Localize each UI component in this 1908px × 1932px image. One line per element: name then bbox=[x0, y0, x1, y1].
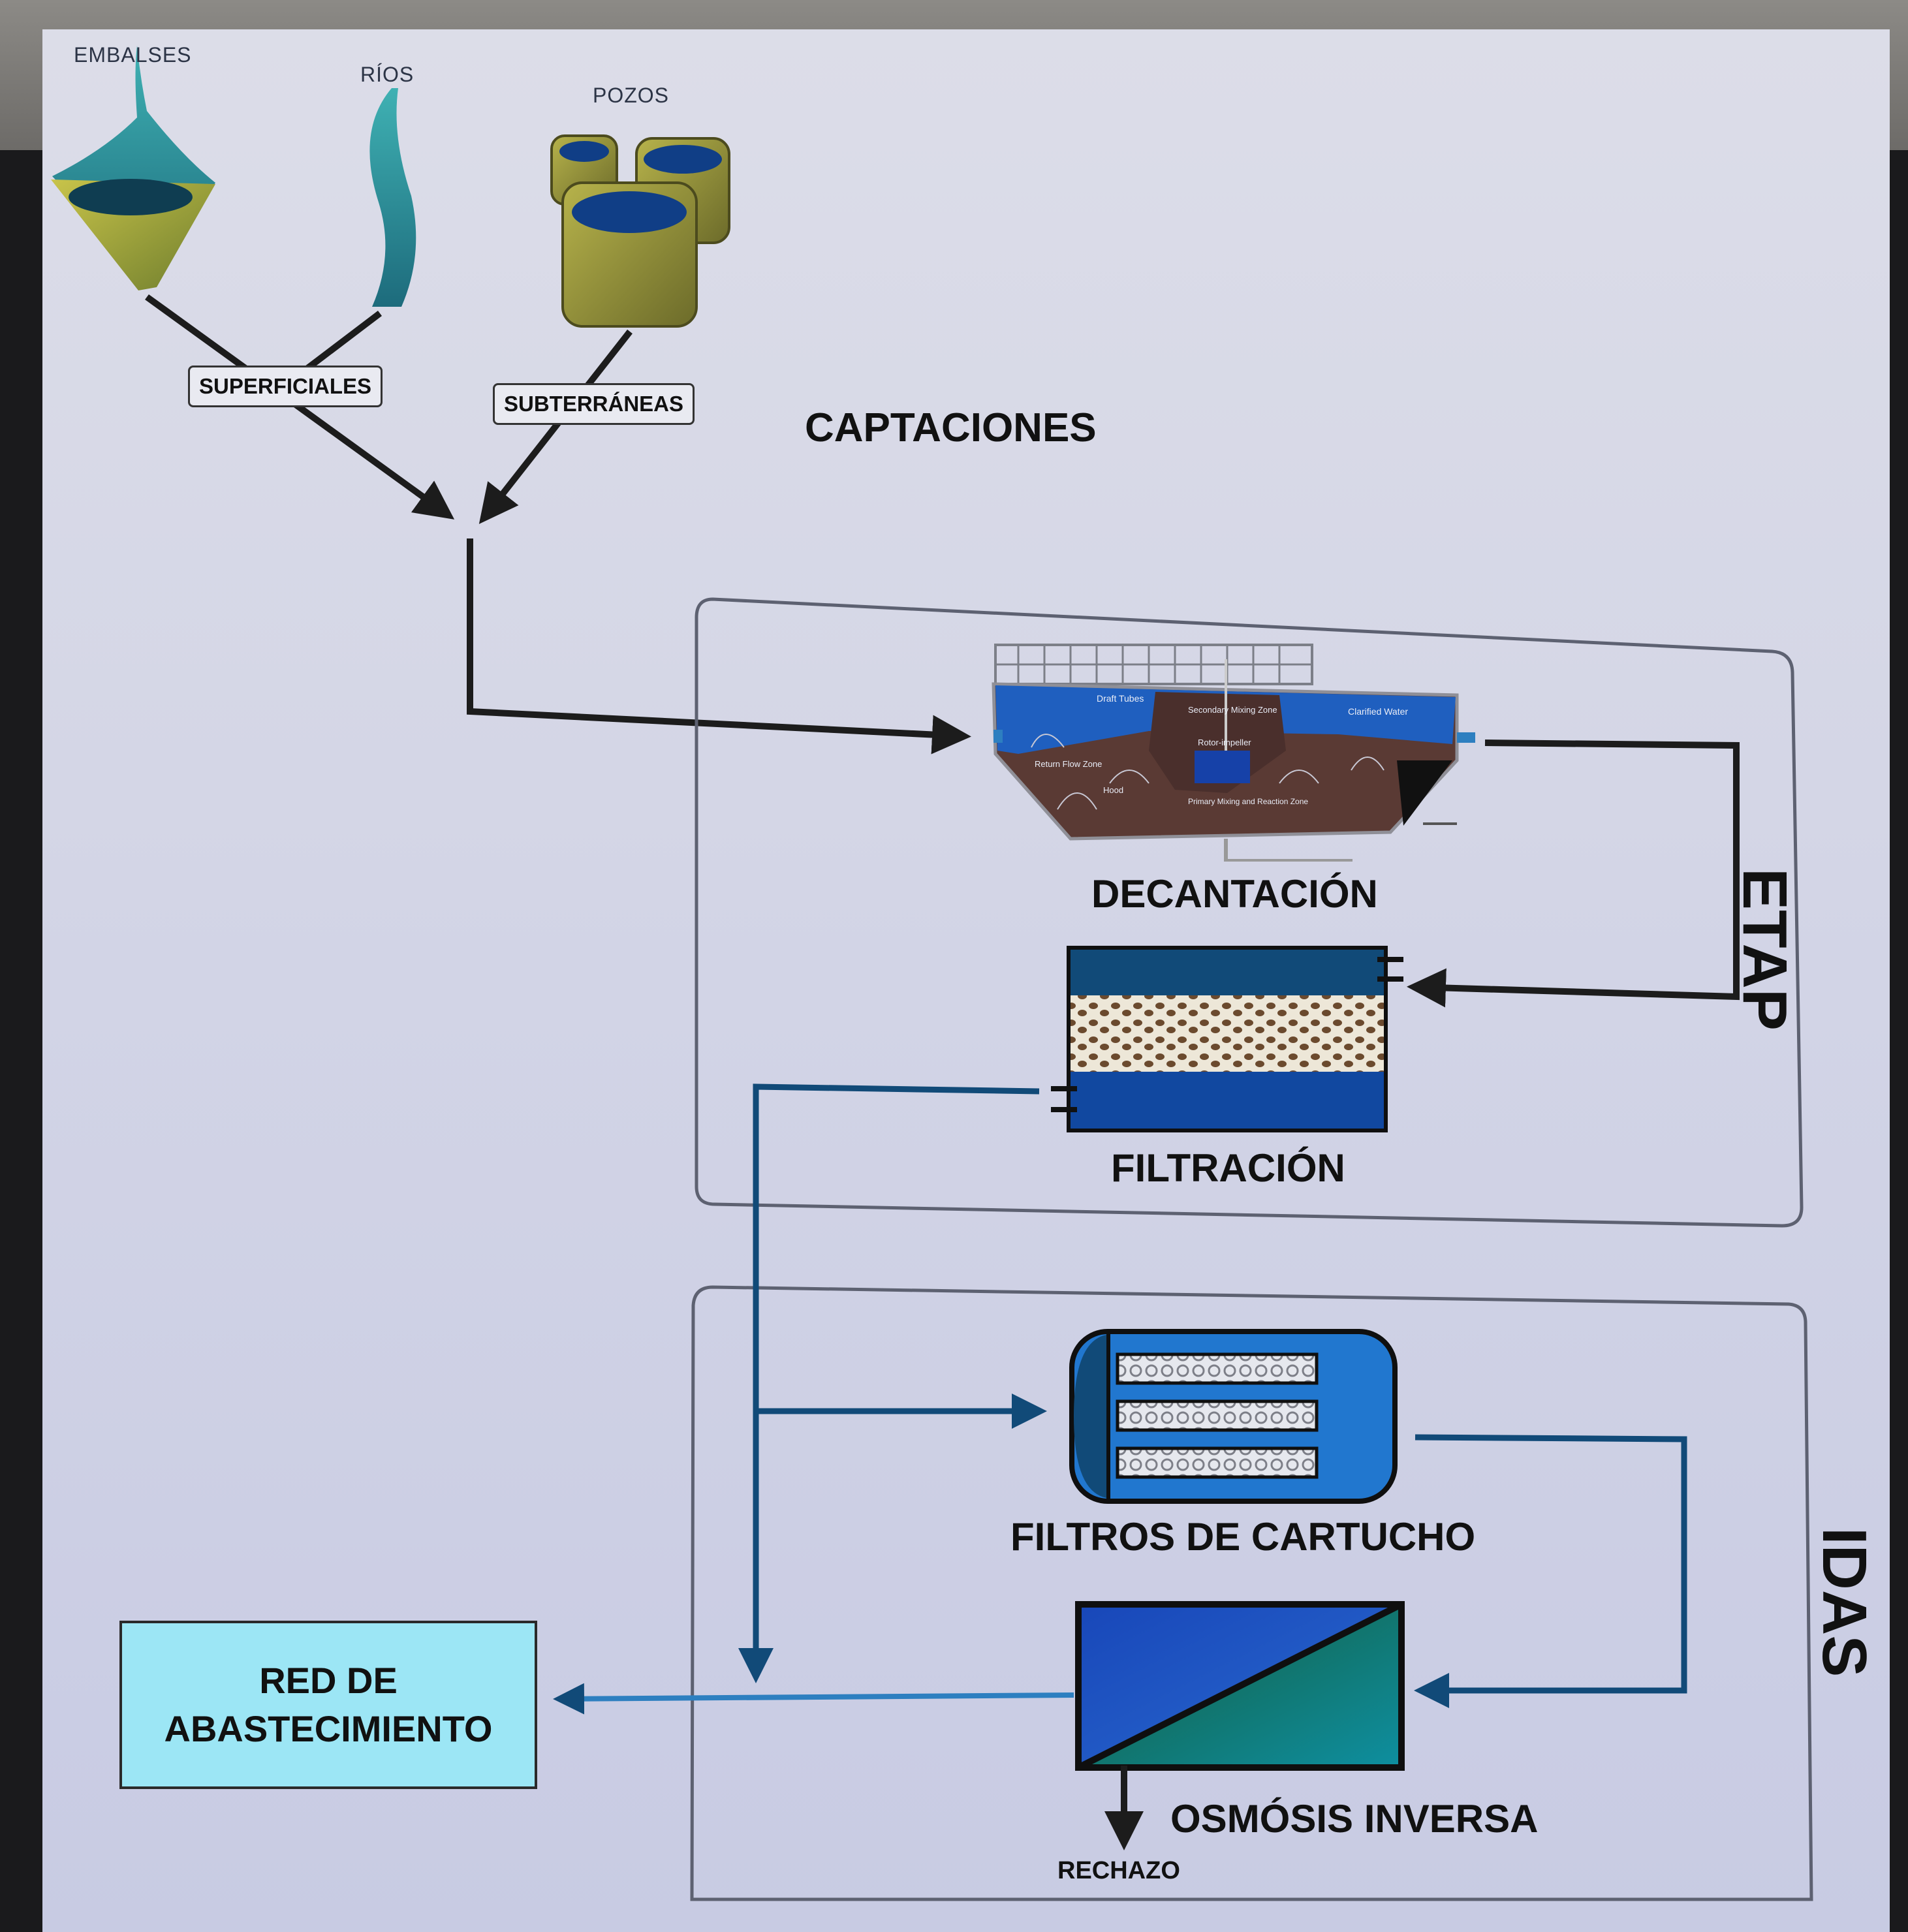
etap-label: ETAP bbox=[1730, 868, 1800, 1031]
decantation-tank bbox=[992, 644, 1475, 862]
captaciones-title: CAPTACIONES bbox=[805, 405, 1097, 450]
tank-label-hood: Hood bbox=[1103, 785, 1123, 795]
subterraneas-tag: SUBTERRÁNEAS bbox=[493, 383, 695, 425]
red-line-2: ABASTECIMIENTO bbox=[164, 1708, 493, 1749]
tank-label-rotor: Rotor-impeller bbox=[1198, 738, 1251, 747]
feed-pipe bbox=[467, 538, 971, 755]
decantacion-label: DECANTACIÓN bbox=[1091, 872, 1378, 916]
rechazo-label: RECHAZO bbox=[1057, 1857, 1180, 1884]
filter-outlet-pipe bbox=[738, 1083, 1040, 1683]
filtracion-label: FILTRACIÓN bbox=[1111, 1146, 1345, 1190]
tank-label-return-flow: Return Flow Zone bbox=[1035, 759, 1102, 769]
tank-label-clarified-water: Clarified Water bbox=[1348, 706, 1408, 717]
superficiales-tag: SUPERFICIALES bbox=[188, 366, 383, 407]
osmosis-to-red-pipe bbox=[553, 1683, 1074, 1715]
idas-label: IDAS bbox=[1809, 1527, 1879, 1677]
rios-line bbox=[304, 311, 383, 371]
cartridge-to-osmosis-pipe bbox=[1414, 1434, 1687, 1708]
red-line-1: RED DE bbox=[259, 1660, 398, 1701]
osmosis-label: OSMÓSIS INVERSA bbox=[1170, 1797, 1539, 1841]
filtration-tank bbox=[1051, 946, 1403, 1132]
wells-icon bbox=[550, 134, 730, 328]
tank-label-primary-mixing: Primary Mixing and Reaction Zone bbox=[1188, 797, 1308, 806]
tank-label-draft-tubes: Draft Tubes bbox=[1097, 693, 1144, 704]
river-icon bbox=[369, 88, 416, 307]
cartridge-filter bbox=[1069, 1329, 1398, 1504]
etap-group bbox=[695, 597, 1804, 1228]
pozos-label: POZOS bbox=[593, 84, 670, 107]
reservoir-icon bbox=[51, 46, 215, 290]
red-abastecimiento-box: RED DE ABASTECIMIENTO bbox=[119, 1621, 537, 1789]
projection-screen bbox=[42, 29, 1890, 1932]
idas-group bbox=[690, 1285, 1813, 1901]
decant-to-filter-pipe bbox=[1407, 740, 1740, 1008]
tank-label-secondary-mixing: Secondary Mixing Zone bbox=[1188, 705, 1277, 715]
pozos-line bbox=[478, 329, 633, 524]
filtros-cartucho-label: FILTROS DE CARTUCHO bbox=[1010, 1515, 1476, 1559]
reverse-osmosis-unit bbox=[1075, 1601, 1405, 1771]
embalses-label: EMBALSES bbox=[74, 43, 192, 67]
rios-label: RÍOS bbox=[360, 63, 414, 86]
